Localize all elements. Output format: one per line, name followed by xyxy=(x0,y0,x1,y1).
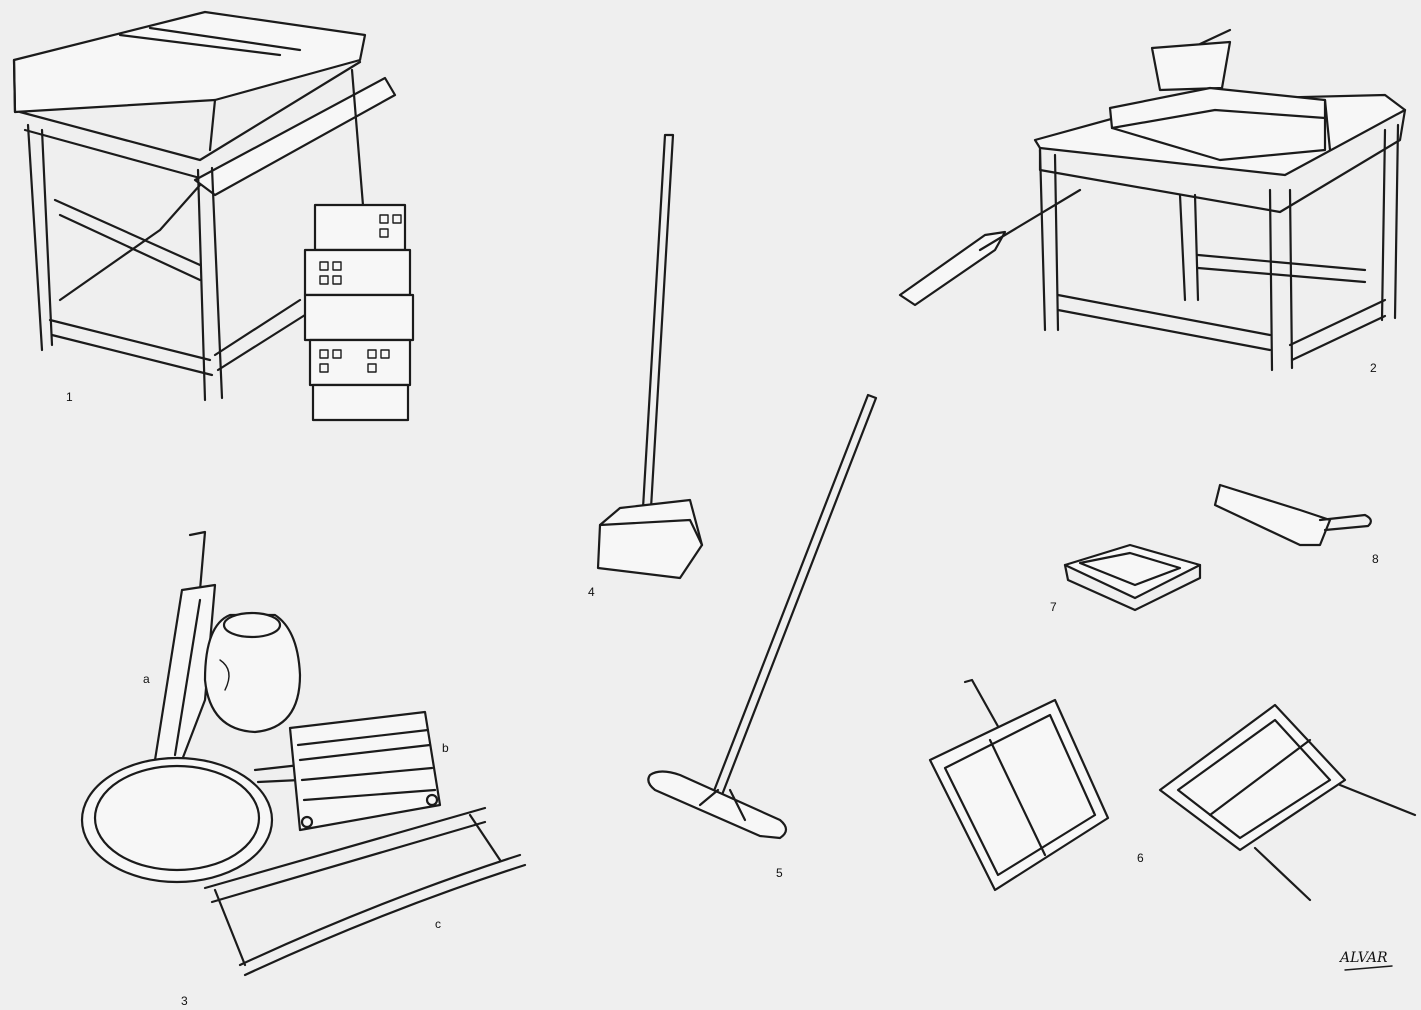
label-1: 1 xyxy=(66,390,73,404)
label-7: 7 xyxy=(1050,600,1057,614)
label-5: 5 xyxy=(776,866,783,880)
item-6-frame-molds: 6 xyxy=(928,678,1417,902)
round-sieve xyxy=(80,756,302,884)
brick-stack xyxy=(303,203,415,422)
label-8: 8 xyxy=(1372,552,1379,566)
item-2-work-table: 2 xyxy=(898,28,1407,375)
item-3-tools-group: a b c 3 xyxy=(80,530,527,1008)
tool-3a-paddle xyxy=(153,530,217,762)
label-2: 2 xyxy=(1370,361,1377,375)
artist-signature: ALVAR xyxy=(1338,950,1388,966)
label-3: 3 xyxy=(181,994,188,1008)
item-7-small-mold: 7 xyxy=(1050,543,1202,614)
label-6: 6 xyxy=(1137,851,1144,865)
label-a: a xyxy=(143,672,150,686)
label-4: 4 xyxy=(588,585,595,599)
jar xyxy=(203,611,302,734)
tool-3c-sledge xyxy=(203,806,527,977)
item-8-scoop: 8 xyxy=(1213,483,1379,566)
tool-3b-brick-mold xyxy=(288,710,442,832)
label-b: b xyxy=(442,741,449,755)
item-5-rake: 5 xyxy=(647,393,878,880)
item-1-molding-table: 1 xyxy=(12,10,415,422)
label-c: c xyxy=(435,917,441,931)
item-4-tamper: 4 xyxy=(588,133,704,599)
signature-underline xyxy=(1344,965,1393,971)
